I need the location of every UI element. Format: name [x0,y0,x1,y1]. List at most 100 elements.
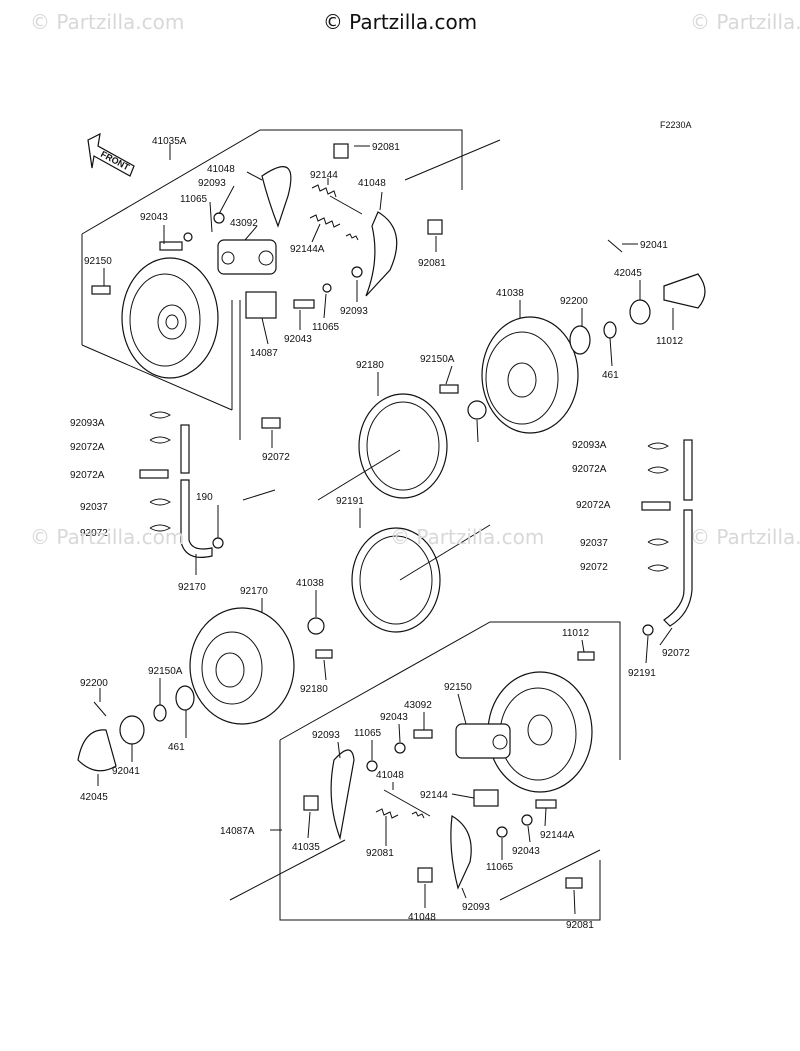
backing-plate-upper [121,257,219,379]
front-arrow-icon: FRONT [87,132,135,177]
callout: 92093 [312,730,340,741]
bleeder-bolt [565,877,583,889]
right-clips [641,442,671,572]
callout: 92072 [580,562,608,573]
cotter-pin [93,701,107,717]
callout: 92144A [290,244,325,255]
washer [394,742,406,754]
lower-assembly-frame [229,621,621,921]
hub-cap [663,273,706,309]
washer [366,760,378,772]
washer [322,283,332,293]
spring-hook [345,233,359,241]
o-ring [307,617,325,635]
brake-drum-lower [189,607,295,725]
callout: 41038 [296,578,324,589]
brake-drum-upper [481,316,579,434]
callout: 11065 [180,194,208,205]
snap-ring [603,321,617,339]
callout: 92041 [112,766,140,777]
adjuster-clip [333,143,349,159]
washer [183,232,193,242]
callout: 461 [168,742,185,753]
castle-nut [629,299,651,325]
callout: 92170 [178,582,206,593]
callout: 41048 [408,912,436,923]
callout: 92093 [462,902,490,913]
cotter-pin [607,239,623,253]
callout: 42045 [614,268,642,279]
callout: 92072A [70,442,105,453]
callout: 92200 [560,296,588,307]
brake-hose-right [663,439,693,627]
callout: 92037 [80,502,108,513]
callout: 41038 [496,288,524,299]
bracket [245,291,277,319]
callout: 92072A [576,500,611,511]
spring-lower-assembly [375,808,399,819]
callout: 92150 [444,682,472,693]
brake-lining-upper [358,393,448,499]
callout: 92043 [140,212,168,223]
washer [213,212,225,224]
callout: 92043 [512,846,540,857]
callout: 11012 [562,628,590,639]
adjuster-clip [427,219,443,235]
washer [496,826,508,838]
watermark: © Partzilla.com [30,525,185,549]
callout: 11012 [656,336,684,347]
callout: 43092 [404,700,432,711]
callout: 92072 [262,452,290,463]
brake-shoe-lower-left [330,749,355,841]
callout: 92072A [70,470,105,481]
callout: 92081 [418,258,446,269]
bleeder-bolt [261,417,281,429]
snap-ring [153,704,167,722]
watermark: © Partzilla.com [690,10,800,34]
callout: 42045 [80,792,108,803]
callout: 41048 [376,770,404,781]
callout: 92180 [300,684,328,695]
pin [293,299,315,309]
callout: 92144 [310,170,338,181]
callout: 92081 [566,920,594,931]
callout: 92191 [628,668,656,679]
callout: 92043 [380,712,408,723]
callout: 14087 [250,348,278,359]
drum-washer [569,325,591,355]
callout: 92191 [336,496,364,507]
o-ring [467,400,487,420]
brake-shoe-upper-right [365,211,398,297]
figure-code: F2230A [660,120,692,130]
bolt [91,285,111,295]
callout: 41048 [207,164,235,175]
hub-cap [77,729,117,772]
callout: 92081 [372,142,400,153]
callout: 92043 [284,334,312,345]
callout: 92093 [198,178,226,189]
callout: 92170 [240,586,268,597]
hose-clamp [212,537,224,549]
callout: 11065 [312,322,340,333]
bolt [577,651,595,661]
callout: 92150A [148,666,183,677]
spring-upper [311,184,337,198]
adjuster-clip [303,795,319,811]
spring-lower [309,214,341,228]
callout: 92041 [640,240,668,251]
washer [521,814,533,826]
callout: 43092 [230,218,258,229]
callout: 92072A [572,464,607,475]
callout: 92150 [84,256,112,267]
brake-shoe-upper-left [261,166,292,228]
callout: 11065 [486,862,514,873]
callout: 41035A [152,136,187,147]
callout: 11065 [354,728,382,739]
callout: 92037 [580,538,608,549]
pin [413,729,433,739]
left-clips [139,411,171,532]
callout: 190 [196,492,213,503]
bolt [439,384,459,394]
